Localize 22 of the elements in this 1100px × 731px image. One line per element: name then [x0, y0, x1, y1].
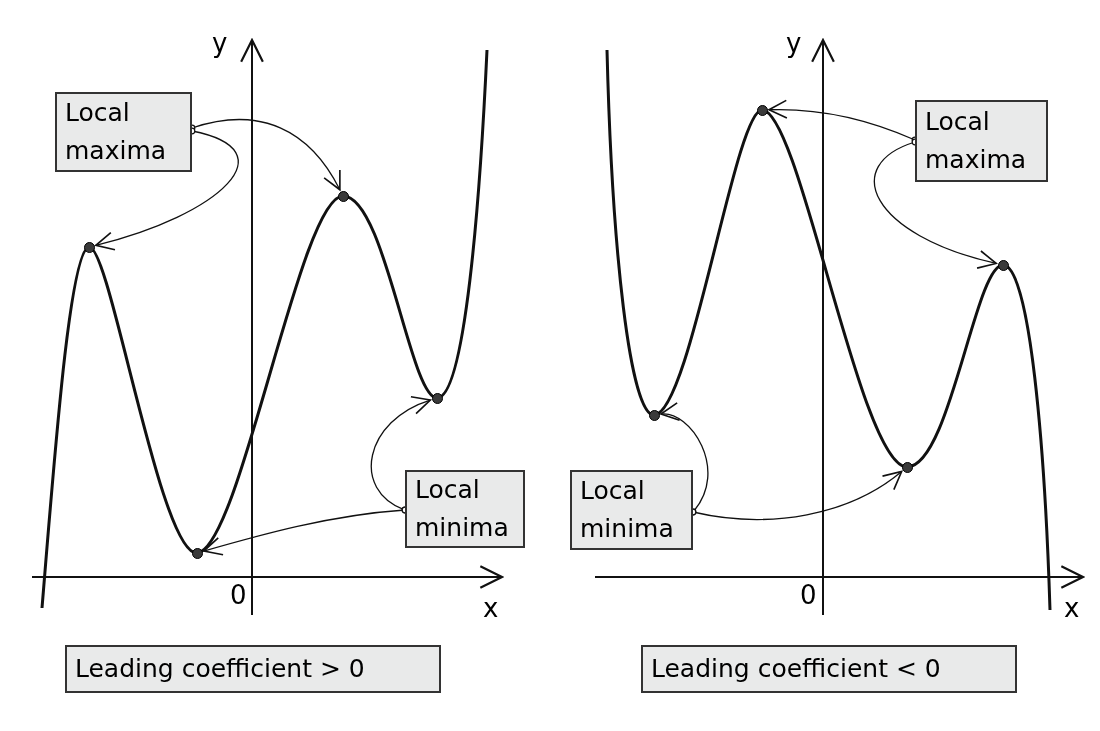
axis-label: x	[483, 595, 499, 621]
callout-box: Local minima	[405, 470, 525, 548]
point-marker	[191, 547, 203, 559]
point-marker	[83, 241, 95, 253]
axis-label: y	[212, 30, 228, 56]
callout-box: Local maxima	[55, 92, 192, 172]
leader-arrow	[874, 138, 997, 269]
axis-label: 0	[800, 582, 817, 608]
point-marker	[431, 392, 443, 404]
callout-box: Leading coefficient < 0	[641, 645, 1017, 693]
point-marker	[648, 409, 660, 421]
axis-label: x	[1064, 595, 1080, 621]
axis-label: y	[786, 30, 802, 56]
point-marker	[997, 259, 1009, 271]
callout-box: Local maxima	[915, 100, 1048, 182]
point-marker	[901, 461, 913, 473]
axis-label: 0	[230, 582, 247, 608]
point-marker	[756, 104, 768, 116]
point-marker	[337, 190, 349, 202]
leader-arrow	[95, 127, 239, 250]
callout-box: Leading coefficient > 0	[65, 645, 441, 693]
callout-box: Local minima	[570, 470, 693, 550]
